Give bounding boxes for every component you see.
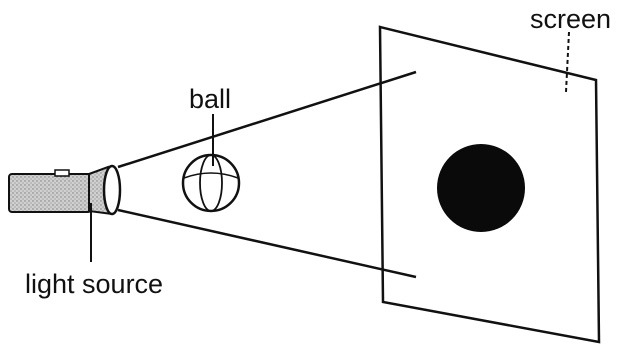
flashlight-lens <box>102 164 122 216</box>
flashlight-handle <box>8 173 92 213</box>
flashlight-switch <box>54 169 70 177</box>
ball-shadow <box>437 144 525 232</box>
lower-light-ray <box>117 208 417 279</box>
ball <box>181 153 241 213</box>
ball-label: ball <box>189 84 231 114</box>
flashlight <box>8 164 122 216</box>
light-source-label: light source <box>25 269 163 299</box>
screen-leader-line <box>565 31 570 93</box>
upper-light-ray <box>117 70 417 169</box>
screen-label: screen <box>530 4 611 34</box>
